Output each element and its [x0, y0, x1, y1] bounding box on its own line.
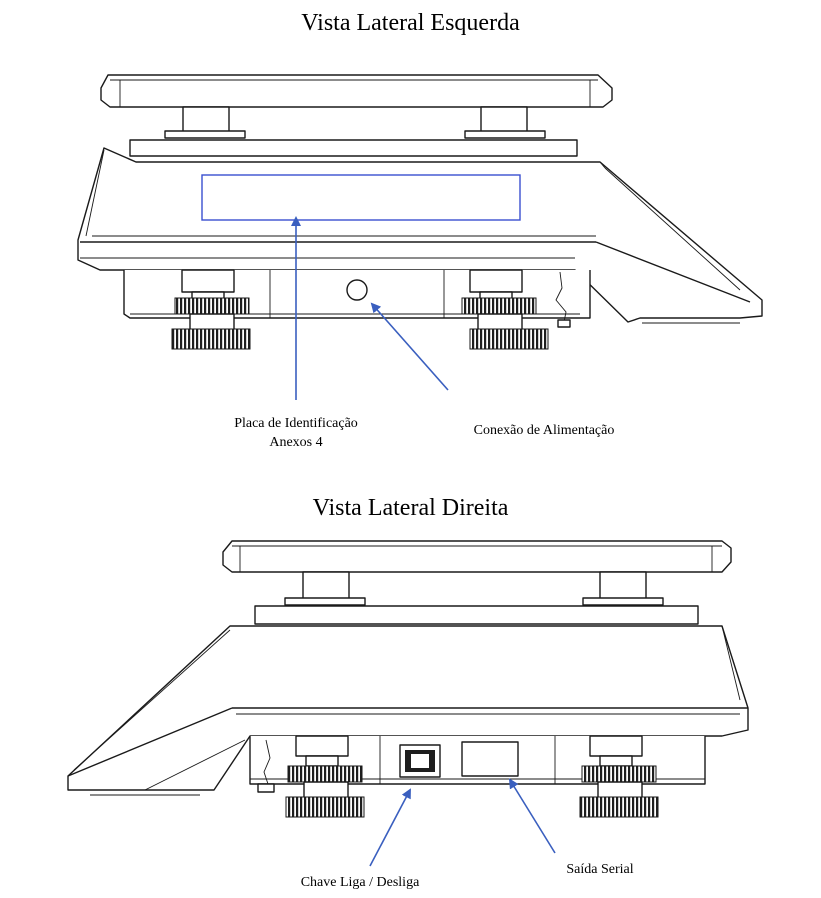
- right-side-view: [67, 540, 749, 867]
- scale-housing: [67, 625, 749, 796]
- serial-arrow: [508, 778, 556, 854]
- id-plate-label-line1: Placa de Identificação: [234, 416, 358, 431]
- power-connection-label: Conexão de Alimentação: [473, 423, 615, 438]
- power-arrow: [370, 302, 449, 391]
- left-view-title: Vista Lateral Esquerda: [301, 10, 520, 36]
- identification-plate: [201, 174, 521, 221]
- platter-support: [284, 571, 664, 606]
- upper-deck: [254, 605, 699, 625]
- power-switch-label: Chave Liga / Desliga: [300, 875, 420, 890]
- upper-deck: [129, 139, 578, 157]
- id-plate-label-line2: Anexos 4: [269, 435, 323, 450]
- adjustable-foot: [285, 735, 365, 818]
- power-cable: [263, 739, 271, 785]
- serial-output-label: Saída Serial: [566, 862, 634, 877]
- power-cable: [555, 271, 567, 323]
- switch-arrow: [369, 788, 411, 867]
- adjustable-foot: [579, 735, 659, 818]
- weighing-platter: [222, 540, 732, 573]
- serial-port: [461, 741, 519, 777]
- adjustable-foot: [461, 269, 549, 350]
- scale-housing: [77, 147, 763, 324]
- power-switch: [399, 744, 441, 778]
- weighing-platter: [100, 74, 613, 108]
- left-side-view: [77, 74, 763, 400]
- platter-support: [164, 106, 546, 139]
- id-plate-label: Placa de Identificação Anexos 4: [196, 414, 396, 452]
- adjustable-foot: [171, 269, 251, 350]
- power-connector: [346, 279, 368, 301]
- right-view-title: Vista Lateral Direita: [312, 495, 509, 521]
